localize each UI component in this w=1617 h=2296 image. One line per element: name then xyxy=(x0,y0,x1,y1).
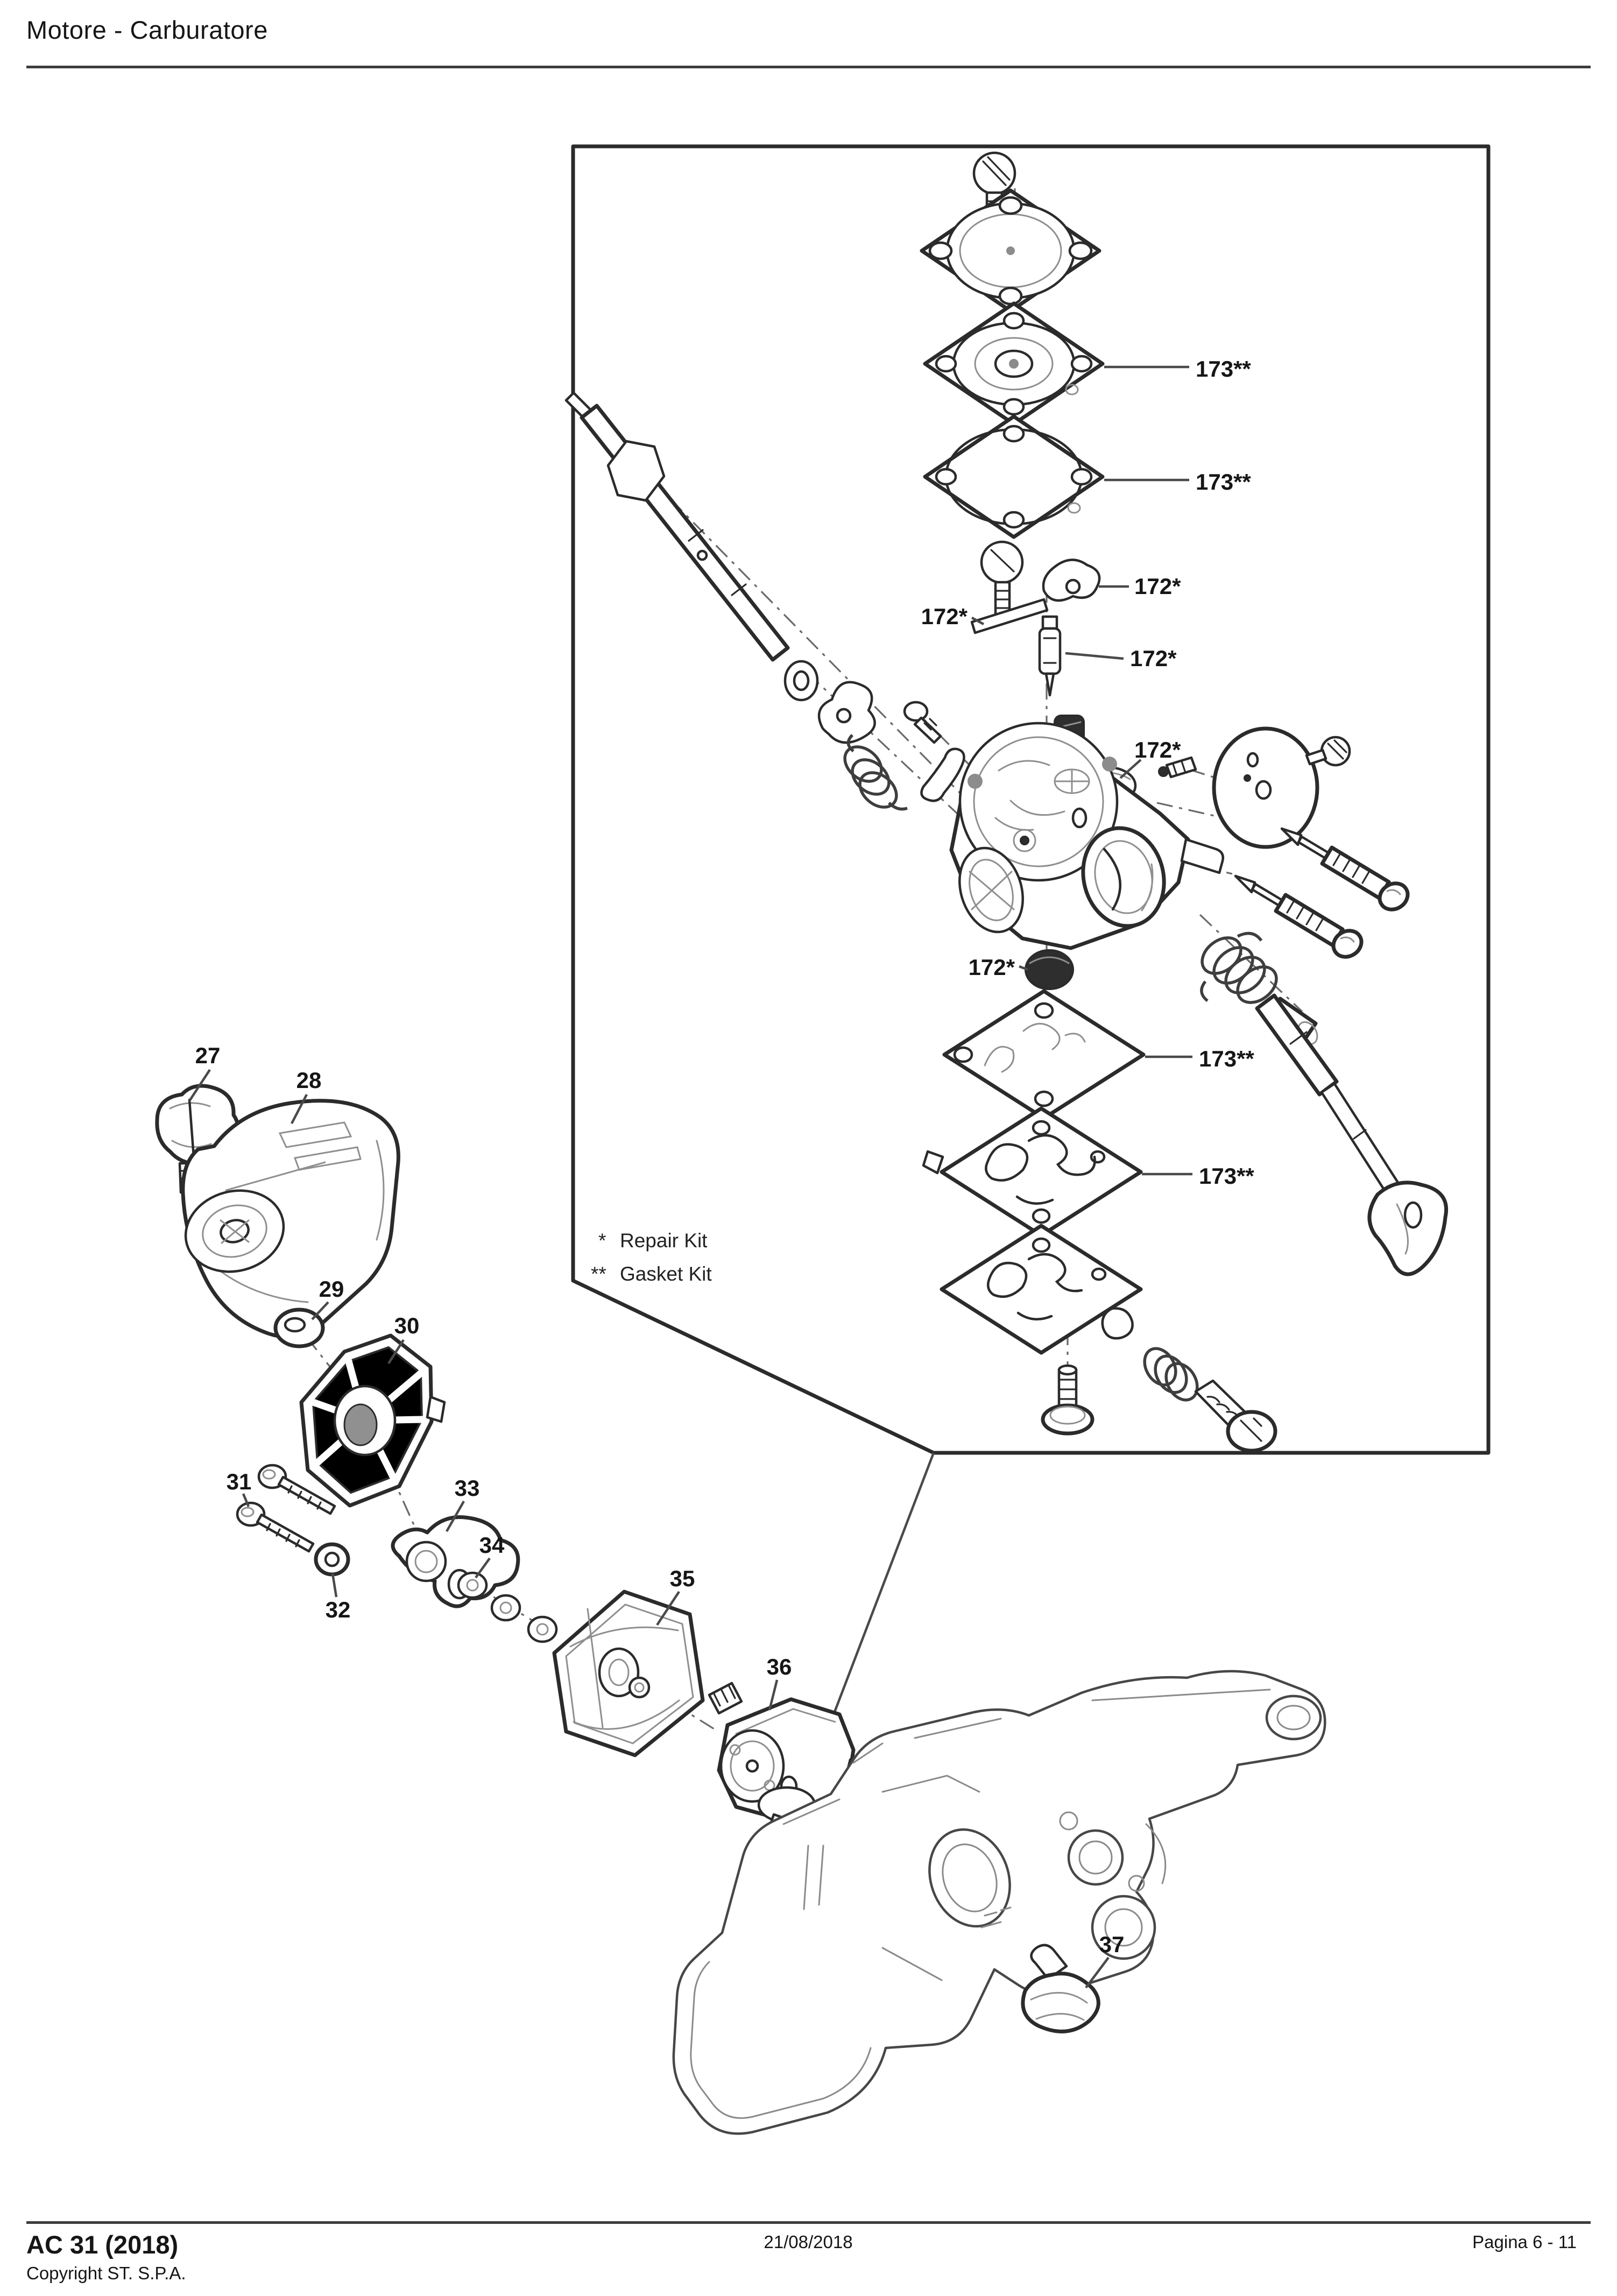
mount-nuts: 34 xyxy=(457,1532,558,1643)
high-speed-needle xyxy=(1280,827,1410,912)
legend-repair-label: Repair Kit xyxy=(620,1230,708,1252)
kit-label-173: 173** xyxy=(1196,356,1251,382)
throttle-shaft xyxy=(564,391,790,662)
air-filter: 30 xyxy=(299,1313,446,1508)
idle-screw xyxy=(903,701,942,744)
kit-label-172: 172* xyxy=(921,604,968,629)
grommet: 32 xyxy=(314,1542,351,1622)
throttle-spring xyxy=(843,734,908,811)
callout-36: 36 xyxy=(767,1654,792,1679)
legend-repair-symbol: * xyxy=(598,1230,606,1252)
callout-29: 29 xyxy=(319,1276,344,1302)
butterfly-disc xyxy=(1212,726,1319,849)
choke-spring xyxy=(1200,931,1278,1004)
callout-27: 27 xyxy=(195,1043,221,1068)
inlet-screen-plug: 172* xyxy=(969,949,1074,990)
cover-washer: 29 xyxy=(273,1276,344,1348)
choke-knob: 37 xyxy=(1021,1932,1125,2033)
kit-label-172: 172* xyxy=(969,955,1015,980)
callout-31: 31 xyxy=(227,1469,252,1494)
callout-37: 37 xyxy=(1099,1932,1125,1957)
metering-lever: 172* xyxy=(1042,559,1181,602)
kit-label-173: 173** xyxy=(1196,469,1251,494)
legend-gasket-symbol: ** xyxy=(591,1263,606,1285)
disc-screw xyxy=(1305,736,1351,767)
diaphragm-cover-plate xyxy=(920,188,1101,313)
kit-label-172: 172* xyxy=(1130,646,1177,671)
carburetor-body xyxy=(949,722,1224,950)
pump-cover-screw xyxy=(1041,1364,1095,1436)
kit-label-172: 172* xyxy=(1134,574,1181,599)
kit-label-173: 173** xyxy=(1199,1163,1254,1189)
callout-32: 32 xyxy=(326,1597,351,1622)
fuel-screw xyxy=(1194,1379,1277,1453)
metering-gasket: 173** xyxy=(923,414,1251,539)
housing xyxy=(672,1670,1326,2135)
callout-34: 34 xyxy=(479,1532,505,1558)
copyright-label: Copyright ST. S.P.A. xyxy=(26,2263,186,2283)
pump-diaphragm: 173** xyxy=(942,989,1254,1120)
kit-label-172: 172* xyxy=(1134,737,1181,762)
callout-35: 35 xyxy=(670,1566,695,1591)
kit-label-173: 173** xyxy=(1199,1046,1254,1071)
filter-screws: 31 xyxy=(227,1464,336,1553)
bottom-spring xyxy=(1143,1347,1199,1402)
legend-gasket-label: Gasket Kit xyxy=(620,1263,712,1285)
pump-plate xyxy=(940,1224,1143,1355)
throttle-lever xyxy=(817,681,876,744)
footer-rule xyxy=(26,2221,1591,2224)
choke-detent-lever xyxy=(920,747,965,802)
callout-33: 33 xyxy=(455,1475,480,1501)
top-cover: 28 xyxy=(181,1068,400,1339)
filter-base-plate: 35 xyxy=(552,1566,705,1757)
header-rule xyxy=(26,66,1591,68)
low-speed-needle xyxy=(1234,874,1364,959)
page-number-label: Pagina 6 - 11 xyxy=(1472,2232,1577,2252)
inlet-screw xyxy=(980,540,1024,617)
model-label: AC 31 (2018) xyxy=(26,2230,179,2259)
metering-lever-pin: 172* xyxy=(921,598,1049,634)
metering-diaphragm: 173** xyxy=(923,301,1251,426)
choke-shaft xyxy=(1255,993,1448,1276)
shaft-washer xyxy=(783,660,819,702)
pump-gasket: 173** xyxy=(922,1106,1254,1238)
kit-legend: * Repair Kit ** Gasket Kit xyxy=(591,1230,712,1285)
needle-valve: 172* xyxy=(1038,615,1177,697)
callout-30: 30 xyxy=(394,1313,420,1338)
date-label: 21/08/2018 xyxy=(764,2232,853,2252)
callout-28: 28 xyxy=(296,1068,322,1093)
jet-stub xyxy=(1158,756,1197,779)
page-title: Motore - Carburatore xyxy=(26,16,268,44)
